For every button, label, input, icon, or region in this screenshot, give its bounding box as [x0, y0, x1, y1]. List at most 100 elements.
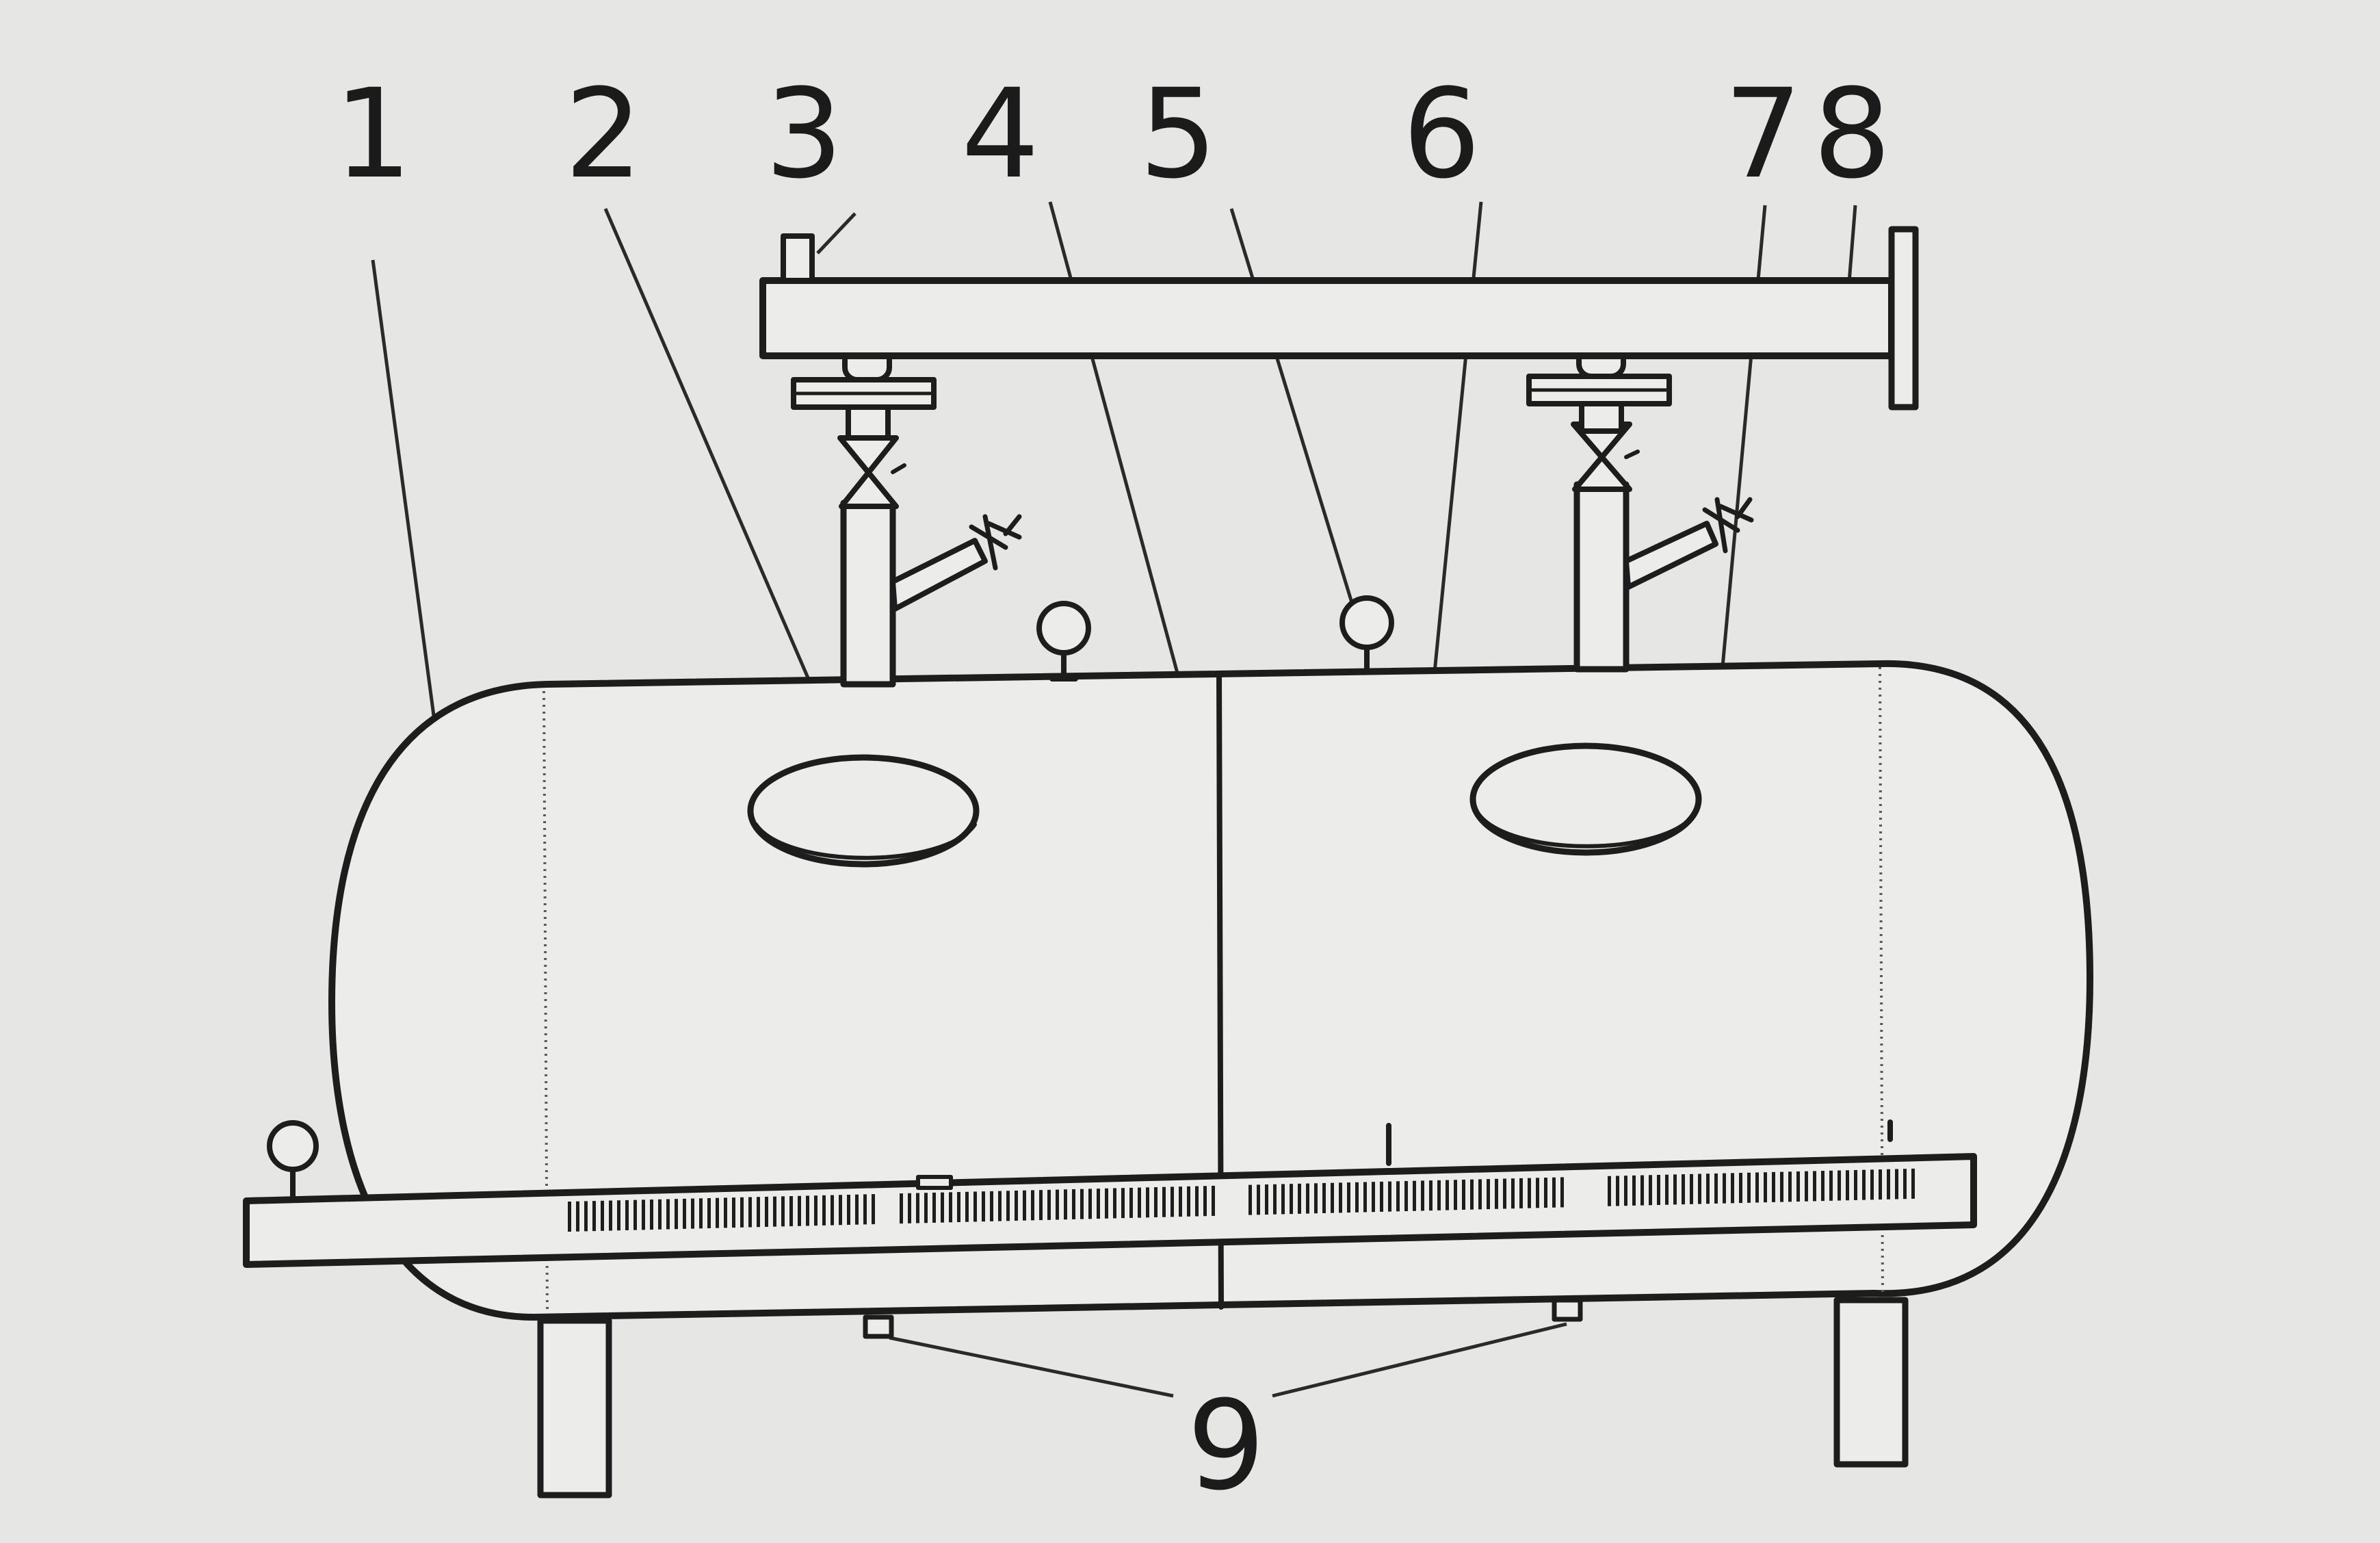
perforation-slot	[781, 1196, 785, 1227]
perforation-slot	[1257, 1184, 1260, 1215]
perforation-slot	[1454, 1180, 1457, 1210]
perforation-slot	[1273, 1184, 1277, 1215]
perforation-slot	[765, 1196, 768, 1227]
perforation-slot	[1105, 1188, 1108, 1219]
perforation-slot	[1006, 1191, 1010, 1221]
perforation-slot	[601, 1200, 604, 1231]
leader-5	[1229, 208, 1360, 623]
tank	[328, 660, 2093, 1339]
perforation-slot	[941, 1192, 944, 1223]
perforation-slot	[1805, 1171, 1808, 1202]
perforation-slot	[1088, 1189, 1092, 1219]
perforation-slot	[789, 1196, 793, 1227]
perforation-slot	[1470, 1179, 1474, 1210]
perforation-slot	[1747, 1172, 1751, 1203]
perforation-slot	[1388, 1181, 1391, 1212]
perforation-slot	[1870, 1169, 1874, 1200]
perforation-slot	[1528, 1178, 1531, 1208]
perforation-slot	[625, 1200, 629, 1230]
side-branch-right	[1623, 521, 1718, 590]
perforation-slot	[1171, 1187, 1174, 1217]
perforation-slot	[1195, 1186, 1199, 1217]
perforation-slot	[1624, 1176, 1627, 1206]
inlet-stack-left	[791, 343, 1022, 688]
callout-7: 7	[1724, 63, 1803, 206]
perforation-slot	[965, 1191, 969, 1222]
perforation-slot	[872, 1194, 875, 1225]
perforation-slot	[1154, 1187, 1158, 1218]
perforation-slot	[900, 1193, 903, 1224]
perforation-slot	[1129, 1187, 1133, 1218]
perforation-slot	[699, 1198, 703, 1229]
callout-8: 8	[1813, 63, 1892, 206]
perforation-slot	[1887, 1169, 1890, 1200]
perforation-slot	[732, 1197, 735, 1228]
perforation-slot	[1478, 1179, 1482, 1210]
perforation-slot	[1632, 1175, 1636, 1206]
perforation-slot	[1780, 1171, 1783, 1202]
left-leg	[537, 1317, 612, 1499]
callout-labels: 1 2 3 4 5 6 7 8 9	[334, 63, 1892, 1518]
perforation-slot	[650, 1200, 653, 1230]
support-legs	[537, 1297, 1909, 1499]
perforation-slot	[1755, 1172, 1759, 1203]
perforation-slot	[1047, 1189, 1051, 1220]
perforation-slot	[1616, 1176, 1619, 1206]
perforation-slot	[1698, 1174, 1701, 1204]
perforation-slot	[1298, 1183, 1301, 1214]
perforation-slot	[822, 1195, 826, 1226]
vent-nozzle	[781, 233, 815, 283]
perforation-slot	[1404, 1181, 1408, 1212]
perforation-slot	[1023, 1190, 1026, 1221]
perforation-slot	[1649, 1175, 1652, 1206]
perforation-slot	[1314, 1183, 1318, 1214]
perforation-slot	[1495, 1178, 1498, 1209]
manhole-left-rim	[754, 822, 977, 860]
perforation-slot	[1281, 1184, 1285, 1215]
perforation-slot	[1072, 1189, 1075, 1219]
perforation-slot	[1248, 1184, 1252, 1215]
perforation-slot	[642, 1200, 645, 1230]
perforation-slot	[584, 1201, 588, 1232]
perforation-slot	[1462, 1179, 1465, 1210]
perforation-slot	[716, 1197, 719, 1228]
perforation-slot	[675, 1199, 678, 1230]
left-head-seam	[542, 690, 549, 1311]
perforation-slot	[1690, 1174, 1693, 1204]
perforation-slot	[1813, 1171, 1816, 1202]
perforation-slot	[1179, 1187, 1182, 1217]
perforation-slot	[1511, 1178, 1515, 1209]
perforation-slot	[990, 1191, 993, 1221]
callout-9: 9	[1187, 1375, 1266, 1518]
perforation-slot	[1723, 1173, 1726, 1204]
perforation-slot	[1640, 1175, 1644, 1206]
perforation-slot	[617, 1200, 620, 1231]
perforation-slot	[1552, 1177, 1556, 1208]
perforation-slot	[1772, 1171, 1775, 1202]
perforation-slot	[691, 1198, 694, 1229]
perforation-slot	[1121, 1188, 1125, 1219]
perforation-slot	[1380, 1181, 1383, 1212]
perforation-slot	[855, 1194, 859, 1225]
perforation-slot	[1413, 1180, 1416, 1211]
perforation-slot	[1031, 1190, 1034, 1221]
manhole-right-rim	[1476, 811, 1697, 848]
perforation-slot	[1290, 1184, 1293, 1215]
leader-3	[816, 212, 856, 255]
perforation-slot	[1903, 1169, 1907, 1200]
perforation-slot	[1682, 1174, 1685, 1205]
gauge-center	[1339, 595, 1394, 675]
right-head-seam	[1879, 666, 1884, 1297]
perforation-slot	[633, 1200, 637, 1230]
perforation-slot	[814, 1195, 818, 1226]
drain-nozzle-left	[863, 1314, 894, 1339]
drain-nozzle-right	[1552, 1297, 1583, 1322]
perforation-slot	[908, 1193, 911, 1223]
perforation-slot	[1113, 1188, 1116, 1219]
perforation-slot	[806, 1195, 809, 1226]
perforation-slot	[1322, 1182, 1326, 1213]
perforation-slot	[982, 1191, 985, 1222]
perforation-slot	[1788, 1171, 1792, 1202]
perforation-slot	[831, 1195, 834, 1226]
gauge-left	[1036, 601, 1091, 682]
